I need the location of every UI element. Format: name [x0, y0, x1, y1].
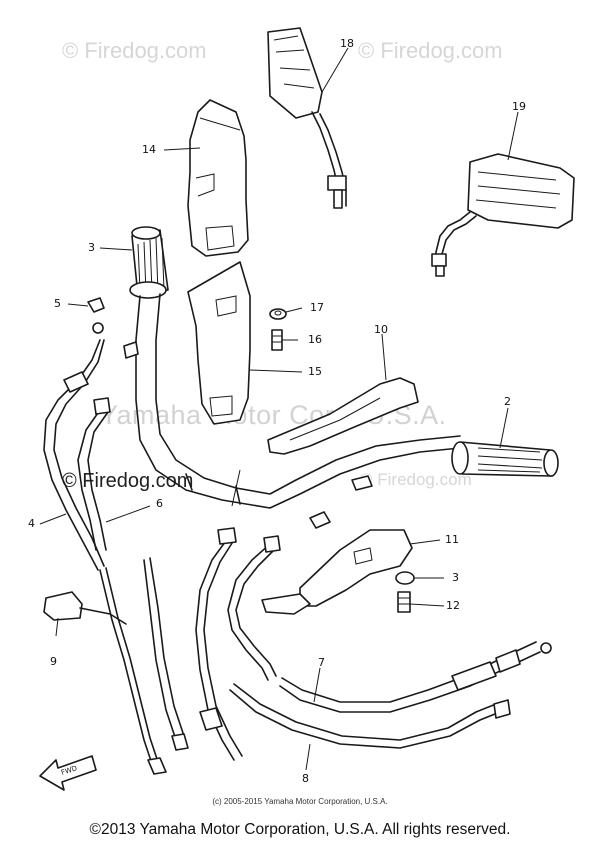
- clamp-part-5: [87, 297, 105, 334]
- screw-part-16: [271, 329, 283, 351]
- callout-16: 16: [308, 333, 322, 346]
- callout-9: 9: [50, 655, 57, 668]
- washer-part-17: [269, 308, 287, 320]
- leader-lines: [39, 47, 519, 771]
- callout-2: 2: [504, 395, 511, 408]
- lever-bracket-part-11: [261, 529, 413, 615]
- callout-3-washer: 3: [452, 571, 459, 584]
- callout-15: 15: [308, 365, 322, 378]
- callout-7: 7: [318, 656, 325, 669]
- throttle-cable: [195, 527, 281, 761]
- switch-part-9: [43, 591, 127, 625]
- callout-3-grip: 3: [88, 241, 95, 254]
- cable-part-6: [77, 397, 189, 751]
- forward-arrow: FWD: [39, 755, 97, 791]
- watermark-top-right: © Firedog.com: [358, 38, 503, 63]
- callout-11: 11: [445, 533, 459, 546]
- cable-part-4: [43, 339, 167, 775]
- lever-cover-part-10: [267, 377, 419, 455]
- right-mirror-part-19: [431, 153, 575, 277]
- callout-6: 6: [156, 497, 163, 510]
- callout-17: 17: [310, 301, 324, 314]
- cable-part-8: [229, 683, 511, 749]
- cable-part-7: [279, 641, 552, 713]
- washer-part-3: [395, 571, 415, 585]
- left-mirror-part-18: [267, 27, 347, 209]
- watermark-mid-right: © Firedog.com: [360, 470, 472, 489]
- callout-12: 12: [446, 599, 460, 612]
- callout-5: 5: [54, 297, 61, 310]
- callout-10: 10: [374, 323, 388, 336]
- callout-19: 19: [512, 100, 526, 113]
- callout-14: 14: [142, 143, 156, 156]
- small-copyright: (c) 2005-2015 Yamaha Motor Corporation, …: [212, 797, 388, 806]
- left-grip-part-3: [129, 226, 169, 299]
- watermark-mid-left: © Firedog.com: [62, 470, 194, 492]
- callout-18: 18: [340, 37, 354, 50]
- handlebar: [123, 293, 461, 529]
- switch-cover-part-14: [187, 99, 249, 257]
- footer-copyright: ©2013 Yamaha Motor Corporation, U.S.A. A…: [89, 821, 511, 838]
- switch-bracket-part-15: [187, 261, 251, 425]
- right-grip-part-2: [451, 441, 559, 477]
- callout-8: 8: [302, 772, 309, 785]
- callout-4: 4: [28, 517, 35, 530]
- watermark-top-left: © Firedog.com: [62, 38, 207, 63]
- bolt-part-12: [397, 591, 411, 613]
